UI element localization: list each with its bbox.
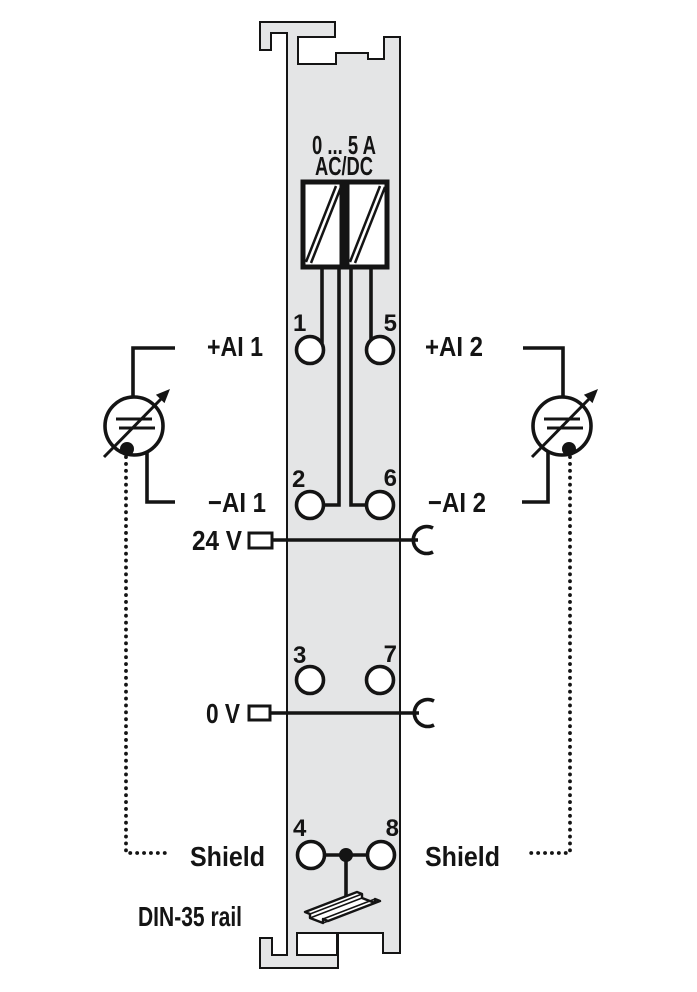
terminal-6-contact bbox=[364, 489, 396, 521]
diagram-labels: 0 ... 5 A AC/DC 1 5 2 6 3 7 4 8 +AI 1 +A… bbox=[138, 130, 500, 932]
ct2-diagonal-1 bbox=[348, 185, 382, 263]
label-24v: 24 V bbox=[192, 525, 242, 556]
power-jumper-contact-24v-icon bbox=[411, 524, 434, 556]
wire-plus-ai1 bbox=[131, 346, 175, 397]
lead-ct1-to-terminal2 bbox=[324, 266, 341, 507]
label-din-rail: DIN-35 rail bbox=[138, 901, 242, 932]
wire-plus-ai2 bbox=[523, 346, 565, 397]
terminal-6-number: 6 bbox=[384, 465, 397, 492]
plug-connectors bbox=[247, 531, 274, 722]
terminal-2-contact bbox=[294, 489, 326, 521]
source-symbols bbox=[102, 395, 593, 459]
rating-type-label: AC/DC bbox=[315, 151, 373, 181]
label-minus-ai1: −AI 1 bbox=[208, 487, 266, 518]
wire-minus-ai2 bbox=[522, 450, 550, 504]
terminal-8-number: 8 bbox=[386, 815, 399, 842]
power-jumper-contact-0v-icon bbox=[412, 697, 435, 729]
wire-minus-ai1 bbox=[145, 450, 175, 504]
shield-bus-junction-dot bbox=[339, 848, 353, 862]
terminal-1-number: 1 bbox=[293, 310, 306, 337]
din-rail-ridge-1 bbox=[309, 893, 363, 915]
terminal-4-contact bbox=[295, 839, 327, 871]
rating-current-label: 0 ... 5 A bbox=[312, 130, 376, 160]
connector-0v-icon bbox=[247, 704, 272, 722]
din-rail-icon bbox=[303, 890, 382, 925]
wires bbox=[131, 266, 565, 904]
terminal-1-contact bbox=[294, 334, 326, 366]
terminal-3-number: 3 bbox=[293, 642, 306, 669]
din-rail-ridge-2 bbox=[309, 897, 363, 919]
label-0v: 0 V bbox=[206, 698, 240, 729]
shield-dotted-line-right bbox=[525, 455, 572, 855]
source-1-shield-junction-dot bbox=[120, 442, 134, 456]
terminal-4-number: 4 bbox=[293, 815, 307, 842]
shield-dotted-line-left bbox=[124, 455, 172, 855]
label-plus-ai2: +AI 2 bbox=[425, 331, 483, 362]
ct1-diagonal-2 bbox=[309, 186, 343, 264]
lead-ct2-to-terminal6 bbox=[349, 266, 366, 507]
module-foot-notch bbox=[296, 932, 338, 956]
current-transformers bbox=[300, 179, 390, 270]
label-minus-ai2: −AI 2 bbox=[428, 487, 486, 518]
source-2-arrowhead-icon bbox=[583, 389, 598, 404]
label-shield-right: Shield bbox=[425, 841, 500, 872]
source-2-arrow-shaft bbox=[530, 397, 591, 459]
terminal-contacts bbox=[294, 334, 397, 871]
terminal-3-contact bbox=[294, 664, 326, 696]
terminal-8-contact bbox=[365, 839, 397, 871]
shield-dotted-lines bbox=[124, 455, 572, 855]
source-2-shield-junction-dot bbox=[562, 442, 576, 456]
terminal-7-number: 7 bbox=[384, 641, 397, 668]
din-rail-ridge-3 bbox=[322, 902, 376, 924]
din-rail-ridge-4 bbox=[322, 898, 376, 920]
source-1-arrow-shaft bbox=[102, 397, 163, 459]
ct2-diagonal-2 bbox=[353, 186, 387, 264]
terminal-2-number: 2 bbox=[292, 466, 305, 493]
ct1-diagonal-1 bbox=[304, 185, 338, 263]
label-plus-ai1: +AI 1 bbox=[207, 331, 263, 362]
terminal-5-number: 5 bbox=[384, 310, 397, 337]
source-1-arrowhead-icon bbox=[155, 389, 170, 404]
label-shield-left: Shield bbox=[190, 841, 265, 872]
terminal-7-contact bbox=[364, 664, 396, 696]
connector-24v-icon bbox=[247, 531, 274, 550]
solid-fills bbox=[120, 389, 598, 862]
terminal-5-contact bbox=[364, 334, 396, 366]
